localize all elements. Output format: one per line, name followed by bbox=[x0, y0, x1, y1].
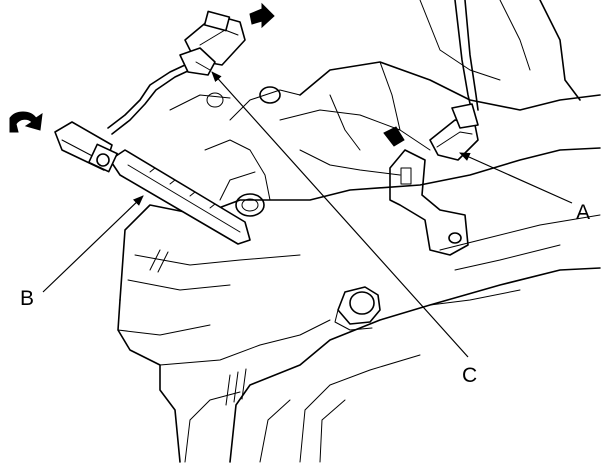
harness-wire bbox=[107, 64, 191, 135]
sensor-connector bbox=[54, 121, 118, 173]
connector-a bbox=[429, 0, 479, 161]
connector-c bbox=[179, 10, 246, 76]
direction-arrow-icon bbox=[249, 2, 275, 29]
callout-label-c: C bbox=[462, 364, 477, 387]
engine-block-outline bbox=[117, 0, 601, 463]
direction-arrow-icon-2 bbox=[383, 126, 405, 147]
callout-label-a: A bbox=[576, 201, 590, 224]
rotation-arrow-icon bbox=[9, 111, 43, 133]
leader-line-c bbox=[211, 71, 469, 358]
sensor-bracket bbox=[109, 149, 251, 245]
callout-label-b: B bbox=[20, 287, 34, 310]
leader-line-b bbox=[42, 195, 144, 293]
leader-line-a bbox=[459, 152, 573, 204]
